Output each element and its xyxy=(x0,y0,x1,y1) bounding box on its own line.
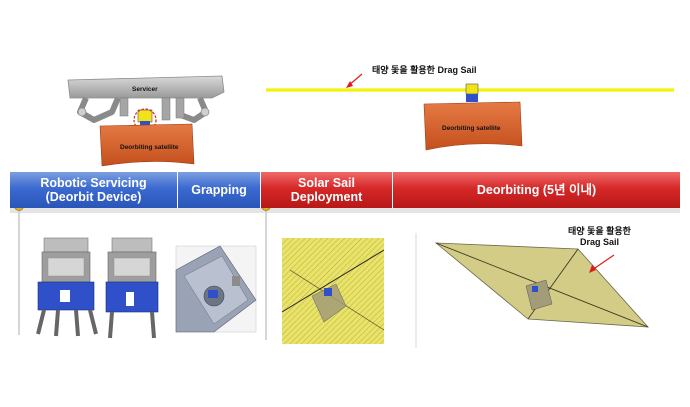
deorbiting-sail-view xyxy=(434,242,649,328)
servicer-target-satellite xyxy=(99,123,195,167)
bottom-drag-sail-line1: 태양 돛을 활용한 xyxy=(568,226,631,236)
phase-grapping: Grapping xyxy=(178,172,261,208)
bottom-drag-sail-pointer xyxy=(591,254,615,271)
robotic-device-1 xyxy=(36,237,98,337)
phase-deorbiting: Deorbiting (5년 이내) xyxy=(393,172,680,208)
phase-robotic-servicing-line2: (Deorbit Device) xyxy=(45,190,142,204)
servicer-label: Servicer xyxy=(132,86,158,93)
phase-solar-sail-line1: Solar Sail xyxy=(298,176,355,190)
servicer-satellite-label: Deorbiting satellite xyxy=(120,144,179,151)
top-drag-sail-label: 태양 돛을 활용한 Drag Sail xyxy=(372,65,477,75)
servicer-scene xyxy=(67,75,225,167)
bottom-drag-sail-line2: Drag Sail xyxy=(579,237,619,247)
drag-sail-scene xyxy=(266,73,674,151)
phase-grapping-line1: Grapping xyxy=(191,183,247,197)
bottom-drag-sail-label: 태양 돛을 활용한 Drag Sail xyxy=(568,226,631,248)
deorbit-device xyxy=(137,109,153,123)
servicer-left-arm xyxy=(77,96,121,123)
phase-robotic-servicing-line1: Robotic Servicing xyxy=(40,176,147,190)
phase-robotic-servicing: Robotic Servicing(Deorbit Device) xyxy=(10,172,178,208)
servicer-right-arm xyxy=(176,96,209,123)
phase-deorbiting-line1: Deorbiting (5년 이내) xyxy=(476,183,597,197)
sail-deployment-view xyxy=(281,238,385,344)
drag-sail-satellite-label: Deorbiting satellite xyxy=(442,125,501,132)
grapping-view xyxy=(175,245,257,333)
sail-device xyxy=(465,83,479,95)
robotic-device-2 xyxy=(105,237,159,339)
phase-solar-sail-line2: Deployment xyxy=(290,190,363,204)
drag-sail-target-satellite xyxy=(423,101,523,151)
servicer-body xyxy=(67,75,225,99)
